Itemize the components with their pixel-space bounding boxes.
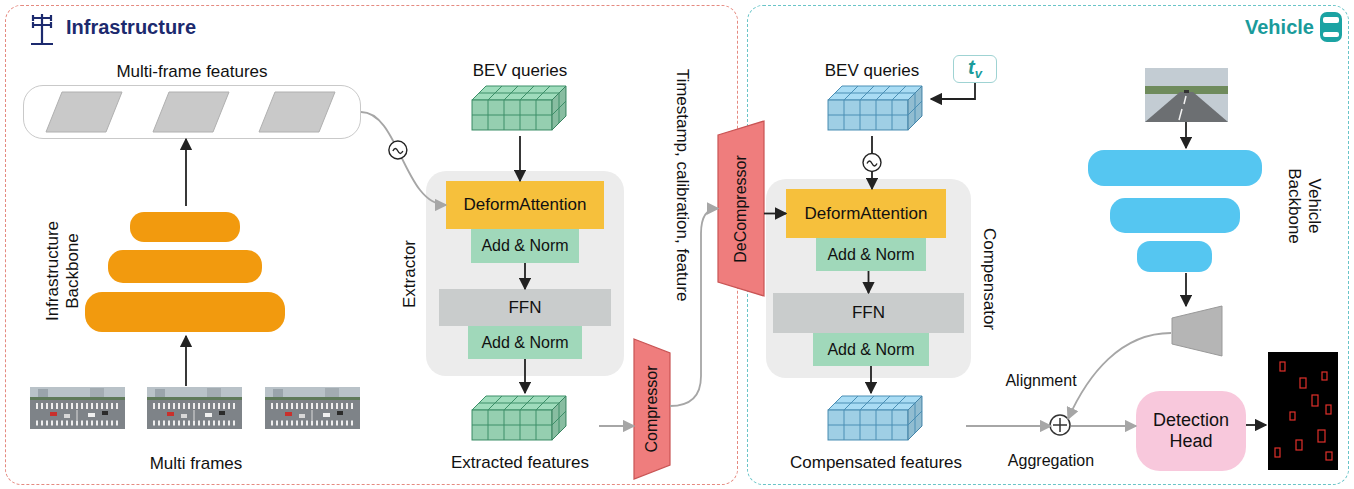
connector — [185, 139, 187, 206]
norm-box: Add & Norm — [813, 333, 929, 366]
backbone-stack: Vehicle Backbone — [1086, 146, 1331, 359]
node-label: t — [968, 56, 975, 79]
query-grid: BEV queries — [456, 59, 584, 136]
node-label: Compressor — [643, 365, 661, 452]
detection-head: Detection Head — [1136, 391, 1246, 471]
image-frames: Multi frames — [26, 386, 366, 474]
node-label: Add & Norm — [827, 245, 914, 263]
norm-box: Add & Norm — [816, 238, 926, 271]
node-label: Add & Norm — [481, 333, 568, 351]
node-label: Multi-frame features — [116, 62, 267, 82]
node-label: DeformAttention — [805, 204, 928, 224]
encoding-symbol — [389, 141, 407, 159]
node-label: Infrastructure Backbone — [43, 221, 82, 321]
node-label: Add & Norm — [481, 237, 568, 255]
connector — [599, 425, 634, 427]
node-label: Compensator — [979, 227, 999, 329]
encoding-symbol — [863, 154, 881, 172]
encoding-symbol — [393, 148, 403, 153]
backbone-pyramid: Infrastructure Backbone — [41, 206, 291, 336]
node-label: Vehicle Backbone — [1284, 168, 1323, 244]
connector — [519, 136, 521, 181]
connector — [868, 271, 870, 293]
connector — [764, 213, 786, 215]
vehicle-panel: VehicleDeCompressorBEV queriestvCompensa… — [747, 5, 1349, 485]
compensator-block: CompensatorDeformAttentionAdd & NormFFNA… — [766, 179, 971, 378]
node-label: BEV queries — [473, 61, 568, 81]
query-grid: BEV queries — [813, 59, 931, 136]
connector — [870, 366, 872, 393]
norm-box: Add & Norm — [471, 229, 579, 263]
extractor-block: ExtractorDeformAttentionAdd & NormFFNAdd… — [426, 171, 624, 376]
compressor-shape: Compressor — [634, 339, 670, 479]
aggregation-node: AlignmentAggregation — [1001, 369, 1101, 477]
infrastructure-panel: InfrastructureMulti-frame featuresInfras… — [5, 5, 738, 485]
node-label: Extracted features — [451, 453, 589, 473]
feature-group: Multi-frame features — [23, 85, 361, 139]
node-label: DeCompressor — [732, 155, 750, 263]
node-label: BEV queries — [825, 61, 920, 81]
node-label: v — [975, 67, 982, 82]
connector — [1068, 333, 1171, 419]
norm-box: Add & Norm — [468, 326, 582, 359]
connector — [670, 209, 718, 407]
node-label: FFN — [852, 303, 885, 323]
edge-label: Timestamp, calibration, feature — [672, 69, 692, 302]
ffn-box: FFN — [773, 293, 964, 333]
node-label: Multi frames — [150, 454, 243, 474]
feature-grid: Compensated features — [786, 393, 966, 476]
connector — [185, 336, 187, 386]
node-label: Extractor — [400, 239, 420, 307]
connector — [361, 112, 446, 205]
node-label: Infrastructure — [66, 16, 196, 39]
connector — [931, 83, 975, 99]
node-label: Aggregation — [1008, 452, 1094, 470]
connector — [524, 263, 526, 289]
ffn-box: FFN — [439, 289, 611, 326]
attention-box: DeformAttention — [786, 189, 946, 238]
encoding-symbol — [867, 161, 877, 166]
trapezoid-outline — [634, 339, 670, 479]
decompressor-shape: DeCompressor — [718, 121, 764, 296]
node-label: Vehicle — [1245, 16, 1314, 39]
node-label: Alignment — [1005, 372, 1076, 390]
connector — [524, 359, 526, 393]
attention-box: DeformAttention — [446, 181, 604, 229]
trapezoid-outline — [718, 121, 764, 296]
node-label: FFN — [508, 298, 541, 318]
feature-grid: Extracted features — [441, 393, 599, 476]
node-label: Detection Head — [1153, 410, 1229, 451]
node-label: Compensated features — [790, 453, 962, 473]
node-label: Add & Norm — [827, 340, 914, 358]
node-label: DeformAttention — [464, 195, 587, 215]
connector — [871, 136, 873, 189]
connector — [1071, 425, 1136, 427]
time-box: tv — [953, 55, 997, 83]
connector — [966, 425, 1051, 427]
